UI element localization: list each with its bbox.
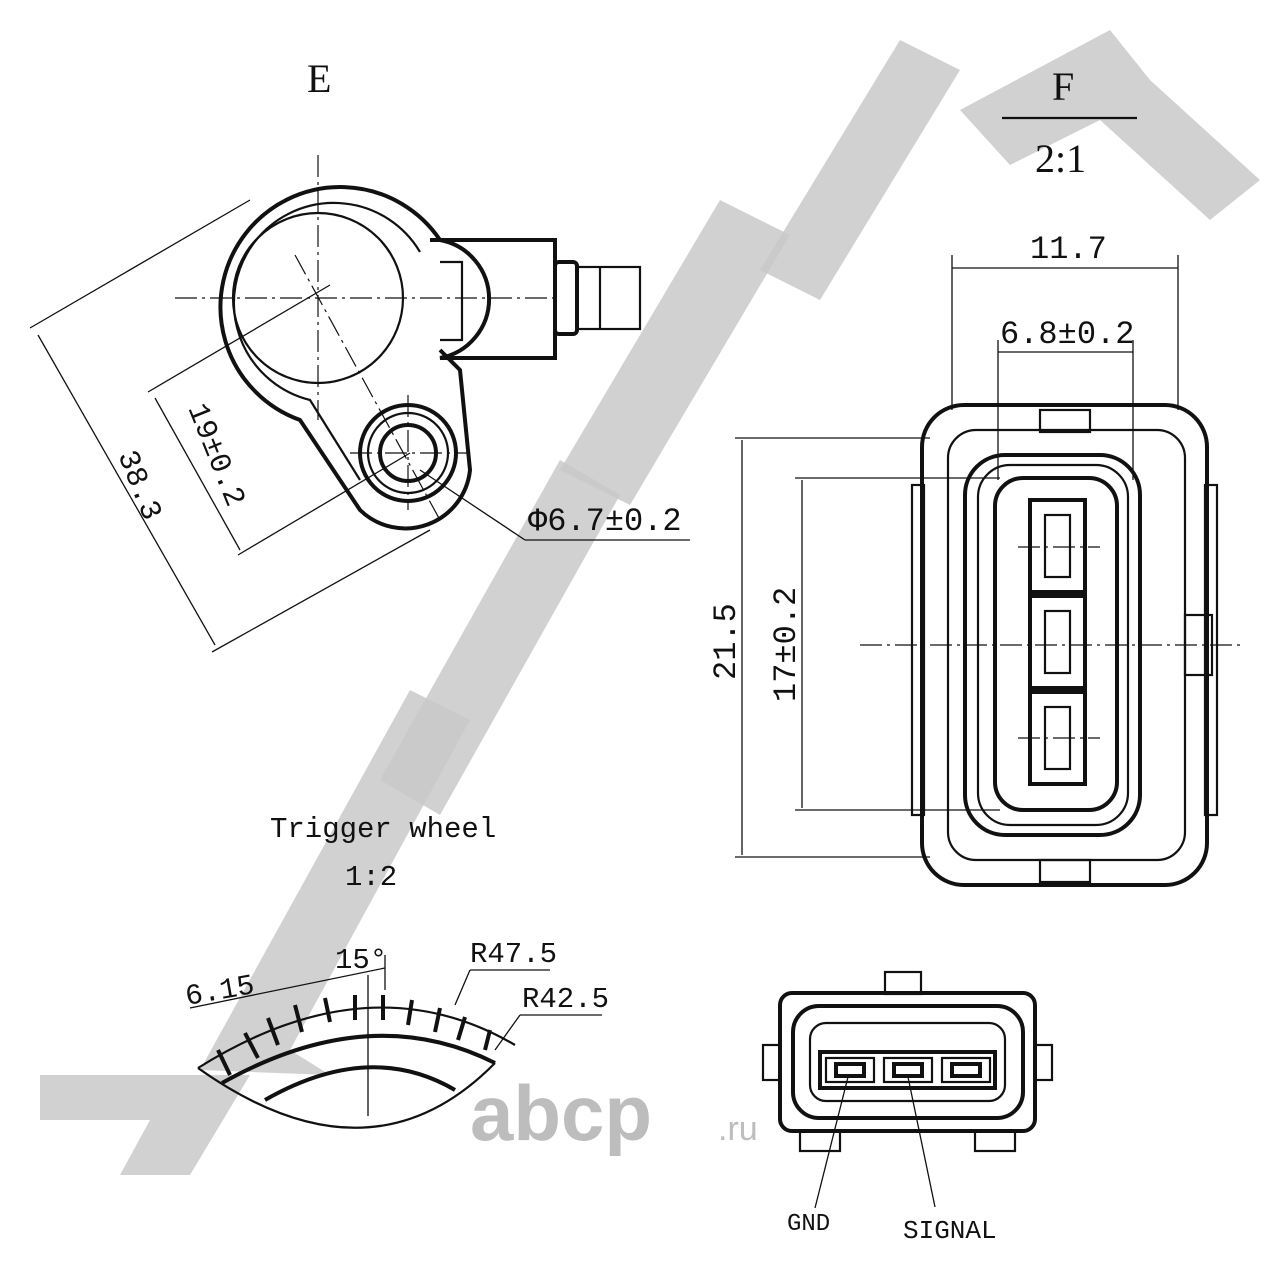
svg-text:38.3: 38.3	[109, 446, 168, 526]
svg-text:17±0.2: 17±0.2	[768, 587, 805, 702]
view-f-connector-face: F 2:1 11.7 6.8±0.2	[708, 64, 1240, 887]
svg-text:1:2: 1:2	[345, 861, 397, 894]
pinout-pins	[824, 1056, 992, 1084]
wheel-teeth	[216, 995, 492, 1076]
svg-text:6.8±0.2: 6.8±0.2	[1000, 316, 1134, 353]
svg-text:21.5: 21.5	[708, 603, 745, 680]
pin-contacts	[1028, 498, 1087, 786]
svg-text:2:1: 2:1	[1035, 136, 1086, 181]
svg-text:abcp: abcp	[470, 1069, 652, 1157]
svg-text:F: F	[1052, 64, 1074, 109]
svg-text:11.7: 11.7	[1030, 231, 1107, 268]
svg-text:SIGNAL: SIGNAL	[903, 1216, 997, 1246]
pinout-connector: GND SIGNAL	[761, 970, 1054, 1246]
svg-text:19±0.2: 19±0.2	[179, 399, 251, 512]
svg-text:GND: GND	[787, 1211, 830, 1238]
svg-text:E: E	[307, 56, 331, 101]
svg-text:Φ6.7±0.2: Φ6.7±0.2	[528, 503, 682, 540]
svg-text:Trigger wheel: Trigger wheel	[270, 813, 496, 846]
svg-text:15°: 15°	[335, 944, 387, 977]
svg-text:R42.5: R42.5	[522, 983, 609, 1016]
svg-text:.ru: .ru	[718, 1110, 758, 1148]
view-e-sensor-body: E 38.3 19±0.2 Φ6.7±0.2	[29, 56, 690, 653]
svg-text:R47.5: R47.5	[470, 938, 557, 971]
site-watermark: abcp .ru	[470, 1069, 758, 1157]
brand-watermark	[40, 30, 1260, 1175]
